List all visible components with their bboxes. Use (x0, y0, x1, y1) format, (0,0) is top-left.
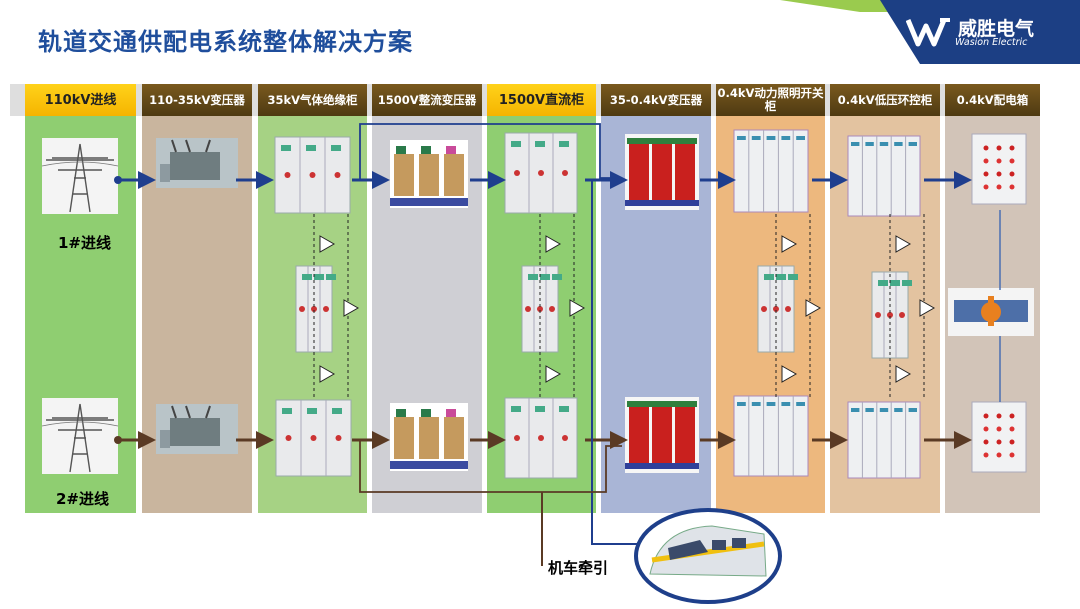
switch-symbol-gis-2 (319, 365, 336, 383)
node-dot-top (114, 176, 122, 184)
switch-symbol-dc-1 (545, 235, 562, 253)
column-header-4: 1500V整流变压器 (372, 84, 482, 116)
train-icon (634, 508, 782, 604)
switch-symbol-dc-3 (569, 299, 586, 317)
dry-transformer-icon-bottom (625, 397, 699, 473)
lv-cabinet-icon-bottom (847, 401, 921, 479)
node-dot-bottom (114, 436, 122, 444)
dc-cabinet-icon-bottom (504, 397, 578, 479)
dry-transformer-icon-top (625, 134, 699, 210)
bus-line-top (359, 123, 616, 180)
dc-cabinet-icon-top (504, 132, 578, 214)
lv-cabinet-icon-top (847, 135, 921, 217)
line1-label: 1#进线 (58, 234, 112, 252)
tower-icon-top (41, 138, 119, 214)
column-header-2: 110-35kV变压器 (142, 84, 252, 116)
lv-cabinet-icon-mid (871, 271, 912, 359)
logo-name: 威胜电气 (958, 18, 1035, 40)
power-switchgear-icon-mid (757, 265, 798, 353)
power-switchgear-icon-top (733, 129, 809, 213)
transformer-icon-bottom (156, 404, 238, 454)
tower-icon-bottom (41, 398, 119, 474)
distribution-box-icon-bottom (971, 401, 1027, 473)
distribution-box-icon-top (971, 133, 1027, 205)
switch-symbol-ps-2 (781, 365, 798, 383)
traction-feed-line-1 (591, 180, 648, 545)
bus-line-bottom (359, 440, 622, 493)
switch-symbol-ps-1 (781, 235, 798, 253)
column-header-8: 0.4kV低压环控柜 (830, 84, 940, 116)
gis-cabinet-icon-mid (295, 265, 336, 353)
column-header-9: 0.4kV配电箱 (945, 84, 1040, 116)
traction-label: 机车牵引 (548, 559, 609, 577)
power-switchgear-icon-bottom (733, 395, 809, 477)
switch-symbol-dc-2 (545, 365, 562, 383)
line2-label: 2#进线 (56, 490, 110, 508)
column-header-5: 1500V直流柜 (487, 84, 596, 116)
column-header-1: 110kV进线 (25, 84, 136, 116)
brand-banner (880, 0, 1080, 64)
column-header-7: 0.4kV动力照明开关柜 (716, 84, 825, 116)
gis-cabinet-icon-bottom (275, 399, 352, 477)
switch-symbol-lv-3 (919, 299, 936, 317)
transformer-icon-top (156, 138, 238, 188)
switch-symbol-gis-1 (319, 235, 336, 253)
rectifier-transformer-icon-bottom (390, 403, 468, 471)
page-title: 轨道交通供配电系统整体解决方案 (38, 28, 413, 56)
column-header-6: 35-0.4kV变压器 (601, 84, 711, 116)
column-header-3: 35kV气体绝缘柜 (258, 84, 367, 116)
logo-mark-icon (906, 18, 950, 47)
transfer-switch-icon (948, 288, 1034, 336)
switch-symbol-ps-3 (805, 299, 822, 317)
dc-cabinet-icon-mid (521, 265, 562, 353)
switch-symbol-gis-3 (343, 299, 360, 317)
gis-cabinet-icon-top (274, 136, 351, 214)
switch-symbol-lv-1 (895, 235, 912, 253)
switch-symbol-lv-2 (895, 365, 912, 383)
rectifier-transformer-icon-top (390, 140, 468, 208)
logo-subtitle: Wasion Electric (955, 37, 1028, 48)
